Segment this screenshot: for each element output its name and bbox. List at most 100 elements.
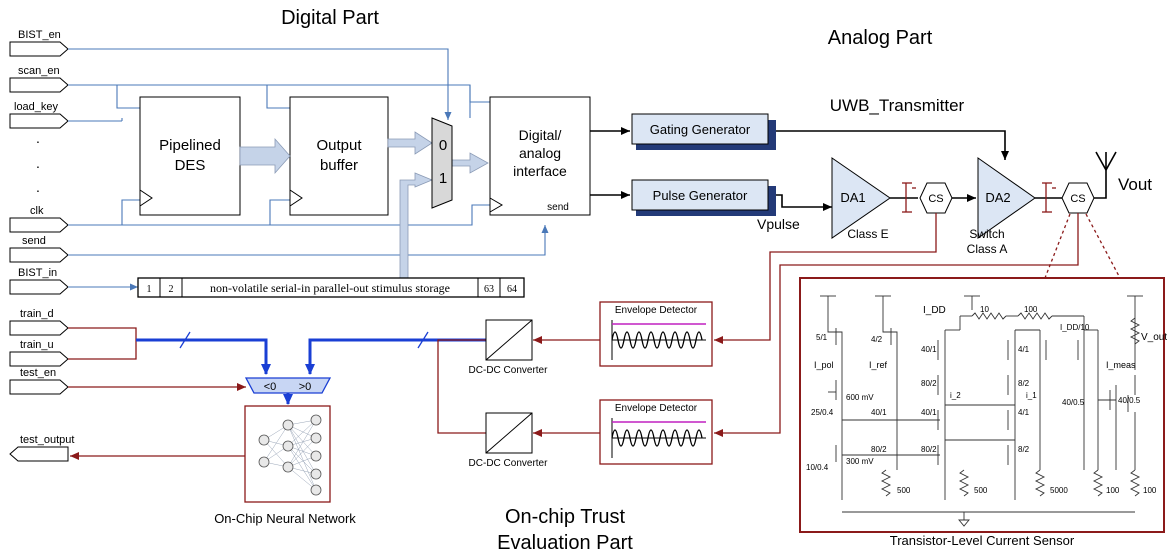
lbl-m51: 5/1 bbox=[816, 333, 828, 342]
storage-cell-64: 64 bbox=[507, 284, 517, 295]
port-test-output bbox=[9, 446, 69, 462]
cs-label-1: CS bbox=[928, 193, 943, 205]
dcdc-converter-1: DC-DC Converter bbox=[469, 319, 549, 376]
bus-arrows bbox=[239, 131, 489, 281]
envelope-detector-1: Envelope Detector bbox=[599, 301, 713, 367]
buffer-label-line1: Output bbox=[316, 137, 362, 154]
port-send bbox=[9, 247, 69, 263]
dcdc-label-1: DC-DC Converter bbox=[469, 365, 549, 376]
lbl-vout: V_out bbox=[1141, 332, 1167, 343]
lbl-m401b: 40/1 bbox=[871, 408, 887, 417]
interface-label-line2: analog bbox=[519, 145, 561, 161]
trust-wires bbox=[68, 213, 1121, 460]
lbl-r5000: 5000 bbox=[1050, 486, 1068, 495]
label-load-key: load_key bbox=[14, 101, 59, 113]
neural-input-wires bbox=[136, 338, 486, 405]
port-bist-in bbox=[9, 279, 69, 295]
label-train-u: train_u bbox=[20, 339, 54, 351]
vout-label: Vout bbox=[1118, 175, 1152, 194]
da2-amplifier: DA2 Switch Class A bbox=[967, 157, 1036, 256]
label-train-d: train_d bbox=[20, 308, 54, 320]
digital-analog-interface-block: Digital/ analog interface send bbox=[489, 96, 591, 216]
lbl-m802c: 80/2 bbox=[921, 445, 937, 454]
da2-class-line2: Class A bbox=[967, 242, 1008, 256]
digital-part-title: Digital Part bbox=[281, 7, 379, 29]
lbl-m802b: 80/2 bbox=[871, 445, 887, 454]
control-wires bbox=[68, 48, 549, 291]
lbl-iref: I_ref bbox=[869, 360, 888, 370]
current-sensor-schematic: 10 100 I_DD I_DD/10 V_out I_meas 5/1 4/2… bbox=[799, 277, 1167, 548]
neural-network-label: On-Chip Neural Network bbox=[214, 511, 356, 526]
interface-label-line3: interface bbox=[513, 163, 567, 179]
lbl-m401a: 40/1 bbox=[921, 345, 937, 354]
storage-label: non-volatile serial-in parallel-out stim… bbox=[210, 281, 450, 295]
bus-buffer-to-mux bbox=[387, 131, 433, 155]
da2-label: DA2 bbox=[985, 190, 1010, 205]
da2-class-line1: Switch bbox=[969, 227, 1004, 241]
lbl-m4005b: 40/0.5 bbox=[1118, 396, 1141, 405]
lbl-r500a: 500 bbox=[897, 486, 911, 495]
lbl-v600: 600 mV bbox=[846, 393, 874, 402]
port-train-u bbox=[9, 351, 69, 367]
buffer-label-line2: buffer bbox=[320, 157, 358, 174]
lbl-ipol: I_pol bbox=[814, 360, 834, 370]
lbl-v300: 300 mV bbox=[846, 457, 874, 466]
env-det-label-2: Envelope Detector bbox=[615, 403, 698, 414]
trust-part-title-line2: Evaluation Part bbox=[497, 532, 633, 554]
lbl-m802a: 80/2 bbox=[921, 379, 937, 388]
pulse-generator-block: Pulse Generator bbox=[631, 179, 776, 216]
input-ports bbox=[9, 41, 69, 462]
current-sensor-1: CS bbox=[919, 182, 953, 214]
gating-generator-block: Gating Generator bbox=[631, 113, 776, 150]
uwb-transmitter-title: UWB_Transmitter bbox=[830, 96, 965, 115]
label-bist-en: BIST_en bbox=[18, 29, 61, 41]
cs-label-2: CS bbox=[1070, 193, 1085, 205]
port-test-en bbox=[9, 379, 69, 395]
dcdc-converter-2: DC-DC Converter bbox=[469, 412, 548, 469]
lbl-m41b: 4/1 bbox=[1018, 408, 1030, 417]
lbl-m42a: 4/2 bbox=[871, 335, 883, 344]
lbl-r100b: 100 bbox=[1106, 486, 1120, 495]
envelope-detector-2: Envelope Detector bbox=[599, 399, 713, 465]
lbl-m4005a: 40/0.5 bbox=[1062, 398, 1085, 407]
mux-input-1: 1 bbox=[439, 170, 447, 187]
comparator: <0 >0 bbox=[244, 377, 332, 394]
lbl-r10: 10 bbox=[980, 305, 989, 314]
pipelined-des-block: Pipelined DES bbox=[139, 96, 241, 216]
lbl-imeas: I_meas bbox=[1106, 360, 1136, 370]
label-scan-en: scan_en bbox=[18, 65, 60, 77]
current-sensor-title: Transistor-Level Current Sensor bbox=[890, 533, 1075, 548]
stimulus-storage: 1 2 non-volatile serial-in parallel-out … bbox=[137, 277, 525, 298]
bus-mux-to-interface bbox=[447, 152, 489, 174]
port-train-d bbox=[9, 320, 69, 336]
lbl-m401c: 40/1 bbox=[921, 408, 937, 417]
label-test-en: test_en bbox=[20, 367, 56, 379]
interface-send-label: send bbox=[547, 202, 569, 213]
label-bist-in: BIST_in bbox=[18, 267, 57, 279]
trust-part-title-line1: On-chip Trust bbox=[505, 506, 625, 528]
label-test-output: test_output bbox=[20, 434, 74, 446]
lbl-idd: I_DD bbox=[923, 305, 946, 316]
comparator-lt: <0 bbox=[264, 381, 277, 393]
port-scan-en bbox=[9, 77, 69, 93]
analog-part-title: Analog Part bbox=[828, 27, 933, 49]
schematic-lines bbox=[820, 295, 1143, 527]
storage-cell-63: 63 bbox=[484, 284, 494, 295]
lbl-m41a: 4/1 bbox=[1018, 345, 1030, 354]
da1-amplifier: DA1 Class E bbox=[831, 157, 891, 241]
mux: 0 1 bbox=[431, 117, 453, 209]
port-bist-en bbox=[9, 41, 69, 57]
storage-cell-1: 1 bbox=[147, 284, 152, 295]
current-sensor-2: CS bbox=[1061, 182, 1095, 214]
analog-wires bbox=[590, 127, 1117, 211]
env-det-label-1: Envelope Detector bbox=[615, 305, 698, 316]
storage-cell-2: 2 bbox=[169, 284, 174, 295]
schematic-labels: 10 100 I_DD I_DD/10 V_out I_meas 5/1 4/2… bbox=[806, 305, 1167, 495]
dcdc-merge-wire bbox=[437, 339, 486, 434]
gating-generator-label: Gating Generator bbox=[650, 122, 751, 137]
mux-input-0: 0 bbox=[439, 137, 447, 154]
sense-marker-1 bbox=[902, 182, 916, 213]
dot-1: . bbox=[36, 130, 40, 146]
sense-marker-2 bbox=[1042, 182, 1056, 213]
comparator-gt: >0 bbox=[299, 381, 312, 393]
